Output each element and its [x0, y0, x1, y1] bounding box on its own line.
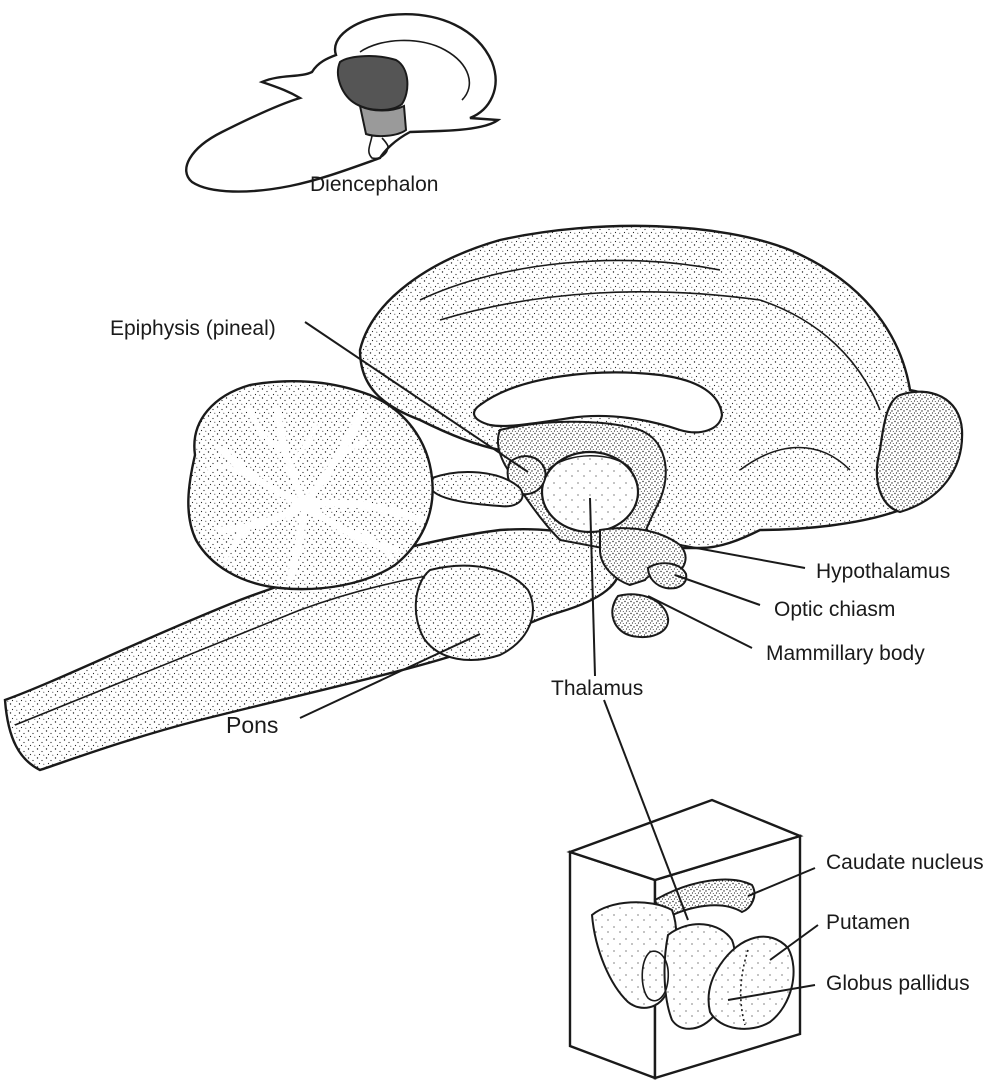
leader-thalamus-main — [589, 497, 596, 677]
leader-putamen — [769, 924, 819, 961]
optic-chiasm-shape — [646, 562, 688, 590]
label-optic-chiasm: Optic chiasm — [774, 598, 895, 621]
inset-hypothalamus — [358, 104, 408, 138]
label-globus-pallidus: Globus pallidus — [826, 972, 970, 995]
cerebellum — [187, 379, 434, 591]
label-hypothalamus: Hypothalamus — [816, 560, 950, 583]
leader-mammillary-body — [647, 595, 753, 649]
arbor-vitae — [216, 406, 424, 584]
pons-region — [414, 564, 534, 661]
gyrus-line — [419, 259, 721, 301]
inset-pituitary — [368, 135, 389, 160]
inset-thalamus — [337, 55, 409, 111]
block-top-face — [566, 798, 804, 882]
gyrus-line — [739, 446, 851, 471]
label-diencephalon: Diencephalon — [310, 173, 438, 196]
leader-epiphysis — [304, 321, 529, 473]
olfactory-bulb — [875, 390, 964, 514]
basal-ganglia-block — [566, 798, 804, 1080]
label-pons: Pons — [226, 712, 278, 738]
corpus-callosum — [472, 371, 724, 434]
mammillary-body-shape — [611, 593, 670, 638]
thalamus-rim — [547, 455, 633, 471]
label-thalamus: Thalamus — [551, 677, 643, 700]
label-mammillary-body: Mammillary body — [766, 642, 925, 665]
gyrus-line — [439, 291, 761, 321]
inset-brain-outline — [185, 13, 502, 193]
leader-lines — [299, 321, 819, 1001]
leader-pons — [299, 633, 481, 719]
midbrain — [431, 471, 524, 508]
leader-globus-pallidus — [727, 984, 816, 1001]
gyrus-line — [759, 299, 881, 411]
diencephalon-inset: Diencephalon — [185, 13, 502, 196]
block-lobe-oval — [641, 950, 670, 1002]
central-canal — [14, 567, 481, 726]
labels: Epiphysis (pineal) Hypothalamus Optic ch… — [110, 317, 984, 995]
brain-sagittal — [3, 224, 964, 772]
leader-caudate-nucleus — [747, 867, 816, 897]
putamen-shape — [707, 935, 795, 1030]
leader-thalamus-block — [603, 699, 689, 921]
inset-corpus-callosum — [359, 39, 471, 101]
label-putamen: Putamen — [826, 911, 910, 934]
leader-hypothalamus — [679, 544, 806, 569]
caudate-nucleus-shape — [653, 878, 756, 922]
label-epiphysis: Epiphysis (pineal) — [110, 317, 276, 340]
arbor-vitae-branches — [208, 408, 394, 562]
label-caudate-nucleus: Caudate nucleus — [826, 851, 984, 874]
leader-optic-chiasm — [674, 574, 761, 606]
